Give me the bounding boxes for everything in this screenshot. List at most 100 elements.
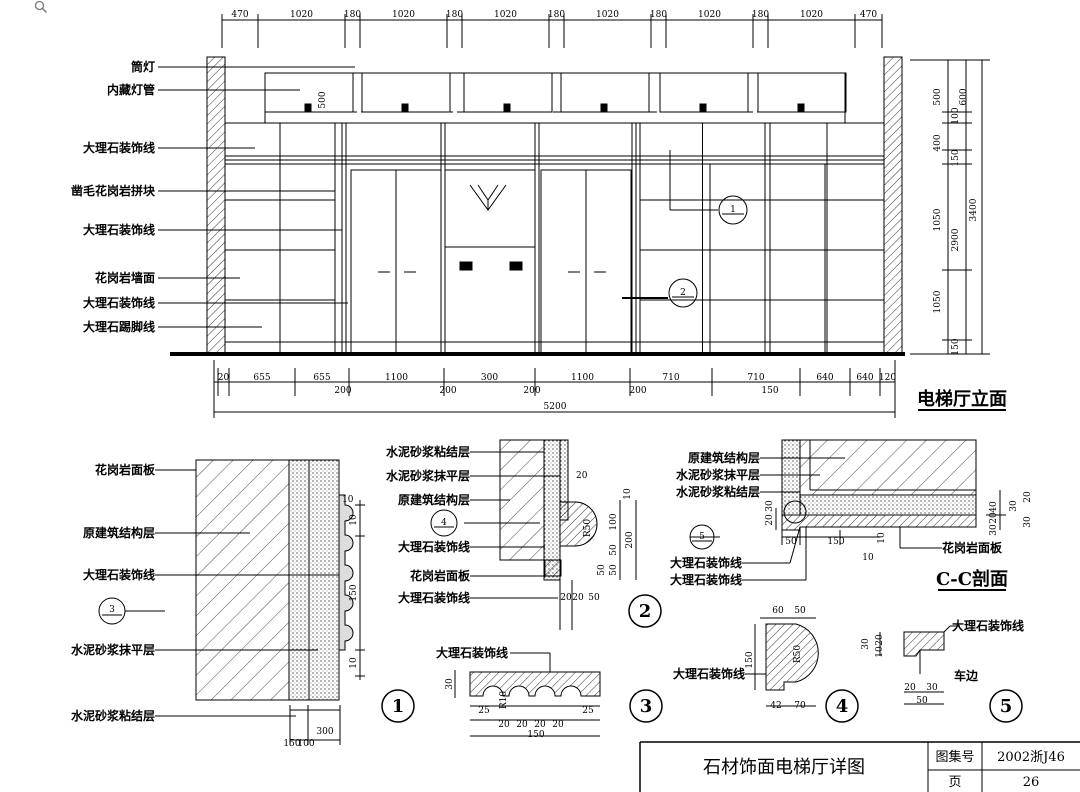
detail2-dim: 100 <box>609 513 619 530</box>
elevation-label: 花岗岩墙面 <box>95 270 155 285</box>
detail2-dim: 20 <box>572 593 584 603</box>
section-stack-dim: 20 <box>1023 491 1033 503</box>
detail3-dim: 30 <box>445 678 455 690</box>
section-label: 水泥砂浆抹平层 <box>676 467 760 482</box>
top-dim: 470 <box>231 10 248 20</box>
elevation-view <box>158 14 1006 418</box>
page-label: 页 <box>948 775 961 790</box>
detail5-dim: 20 <box>904 683 916 693</box>
right-dim: 2900 <box>951 228 961 251</box>
top-dim: 180 <box>752 10 769 20</box>
detail2-number: 2 <box>639 601 652 622</box>
detail3-dim: 25 <box>582 706 594 716</box>
detail1-dim: 150 <box>283 739 300 749</box>
top-dim: 470 <box>860 10 877 20</box>
detail1-label: 水泥砂浆粘结层 <box>71 708 155 723</box>
detail2-dim: 50 <box>597 564 607 576</box>
detail2-dim: 50 <box>609 544 619 556</box>
detail1-dim: 10 <box>349 514 359 526</box>
section-label: 水泥砂浆粘结层 <box>676 484 760 499</box>
detail-2 <box>430 439 662 630</box>
detail2-dim: 10 <box>623 488 633 500</box>
detail2-callout: 4 <box>441 518 447 528</box>
detail5-label: 大理石装饰线 <box>952 618 1024 633</box>
detail2-label: 水泥砂浆粘结层 <box>386 444 470 459</box>
detail3-dim: R10 <box>499 691 509 710</box>
overall-width: 5200 <box>544 402 567 412</box>
top-dim: 180 <box>548 10 565 20</box>
detail3-dim: 25 <box>478 706 490 716</box>
detail-1 <box>98 459 415 745</box>
detail2-dim: 50 <box>609 564 619 576</box>
detail2-dim: 20 <box>560 593 572 603</box>
elevation-label: 大理石装饰线 <box>83 222 155 237</box>
section-dim: 30 <box>989 524 999 536</box>
section-dim: 30 <box>765 500 775 512</box>
detail4-dim: R50 <box>793 645 803 664</box>
detail1-label: 水泥砂浆抹平层 <box>71 642 155 657</box>
detail1-label: 花岗岩面板 <box>95 462 156 477</box>
detail5-number: 5 <box>1000 696 1013 717</box>
elevation-label: 大理石装饰线 <box>83 295 155 310</box>
section-dim: 40 <box>989 501 999 513</box>
right-dim: 1050 <box>933 208 943 231</box>
elevation-title: 电梯厅立面 <box>917 388 1007 410</box>
bottom-small-dim: 200 <box>629 386 646 396</box>
detail1-dim: 150 <box>349 584 359 601</box>
bottom-dim: 1100 <box>385 373 408 383</box>
detail5-dim: 10 <box>875 646 885 658</box>
section-dim: 20 <box>989 512 999 524</box>
detail2-label: 大理石装饰线 <box>398 590 470 605</box>
detail3-dim: 20 <box>498 720 510 730</box>
detail1-label: 原建筑结构层 <box>83 525 155 540</box>
detail1-dim: 10 <box>349 657 359 669</box>
detail-4 <box>745 617 859 723</box>
right-dim: 600 <box>959 88 969 105</box>
detail5-dim: 50 <box>916 696 928 706</box>
right-dim: 150 <box>951 338 961 355</box>
title-block <box>639 741 1080 792</box>
section-dim: 150 <box>827 537 844 547</box>
atlas-label: 图集号 <box>935 749 974 765</box>
right-dim: 500 <box>933 88 943 105</box>
section-title: C-C剖面 <box>936 568 1008 590</box>
detail3-dim: 20 <box>552 720 564 730</box>
detail2-dim: 20 <box>576 471 588 481</box>
detail2-label: 水泥砂浆抹平层 <box>386 468 470 483</box>
top-dim: 1020 <box>698 10 721 20</box>
magnifier-icon[interactable] <box>34 0 48 14</box>
detail3-number: 3 <box>640 696 653 717</box>
detail2-label: 原建筑结构层 <box>398 492 470 507</box>
section-label: 大理石装饰线 <box>670 572 742 587</box>
inner-dim: 500 <box>318 91 328 108</box>
section-label: 大理石装饰线 <box>670 555 742 570</box>
bottom-dim: 710 <box>662 373 679 383</box>
top-dim: 1020 <box>290 10 313 20</box>
bottom-dim: 655 <box>313 373 330 383</box>
detail4-number: 4 <box>836 696 849 717</box>
detail4-dim: 50 <box>794 606 806 616</box>
callout-2: 2 <box>680 288 686 298</box>
detail1-dim: 10 <box>342 495 354 505</box>
section-label: 原建筑结构层 <box>688 450 760 465</box>
bottom-dim: 655 <box>253 373 270 383</box>
bottom-small-dim: 200 <box>334 386 351 396</box>
detail1-label: 大理石装饰线 <box>83 567 155 582</box>
elevation-label: 筒灯 <box>131 59 155 74</box>
right-dim: 3400 <box>969 198 979 221</box>
detail2-dim: 50 <box>588 593 600 603</box>
bottom-dim: 640 <box>856 373 873 383</box>
detail5-dim: 30 <box>861 638 871 650</box>
section-stack-dim: 30 <box>1023 516 1033 528</box>
bottom-dim: 640 <box>816 373 833 383</box>
top-dim: 1020 <box>494 10 517 20</box>
callout-1: 1 <box>730 205 736 215</box>
bottom-dim: 300 <box>481 373 498 383</box>
top-dim: 1020 <box>392 10 415 20</box>
detail3-dim: 150 <box>527 730 544 740</box>
atlas-value: 2002浙J46 <box>997 750 1065 765</box>
elevation-label: 大理石装饰线 <box>83 140 155 155</box>
section-stack-dim: 30 <box>1009 500 1019 512</box>
drawing-title: 石材饰面电梯厅详图 <box>703 757 865 778</box>
